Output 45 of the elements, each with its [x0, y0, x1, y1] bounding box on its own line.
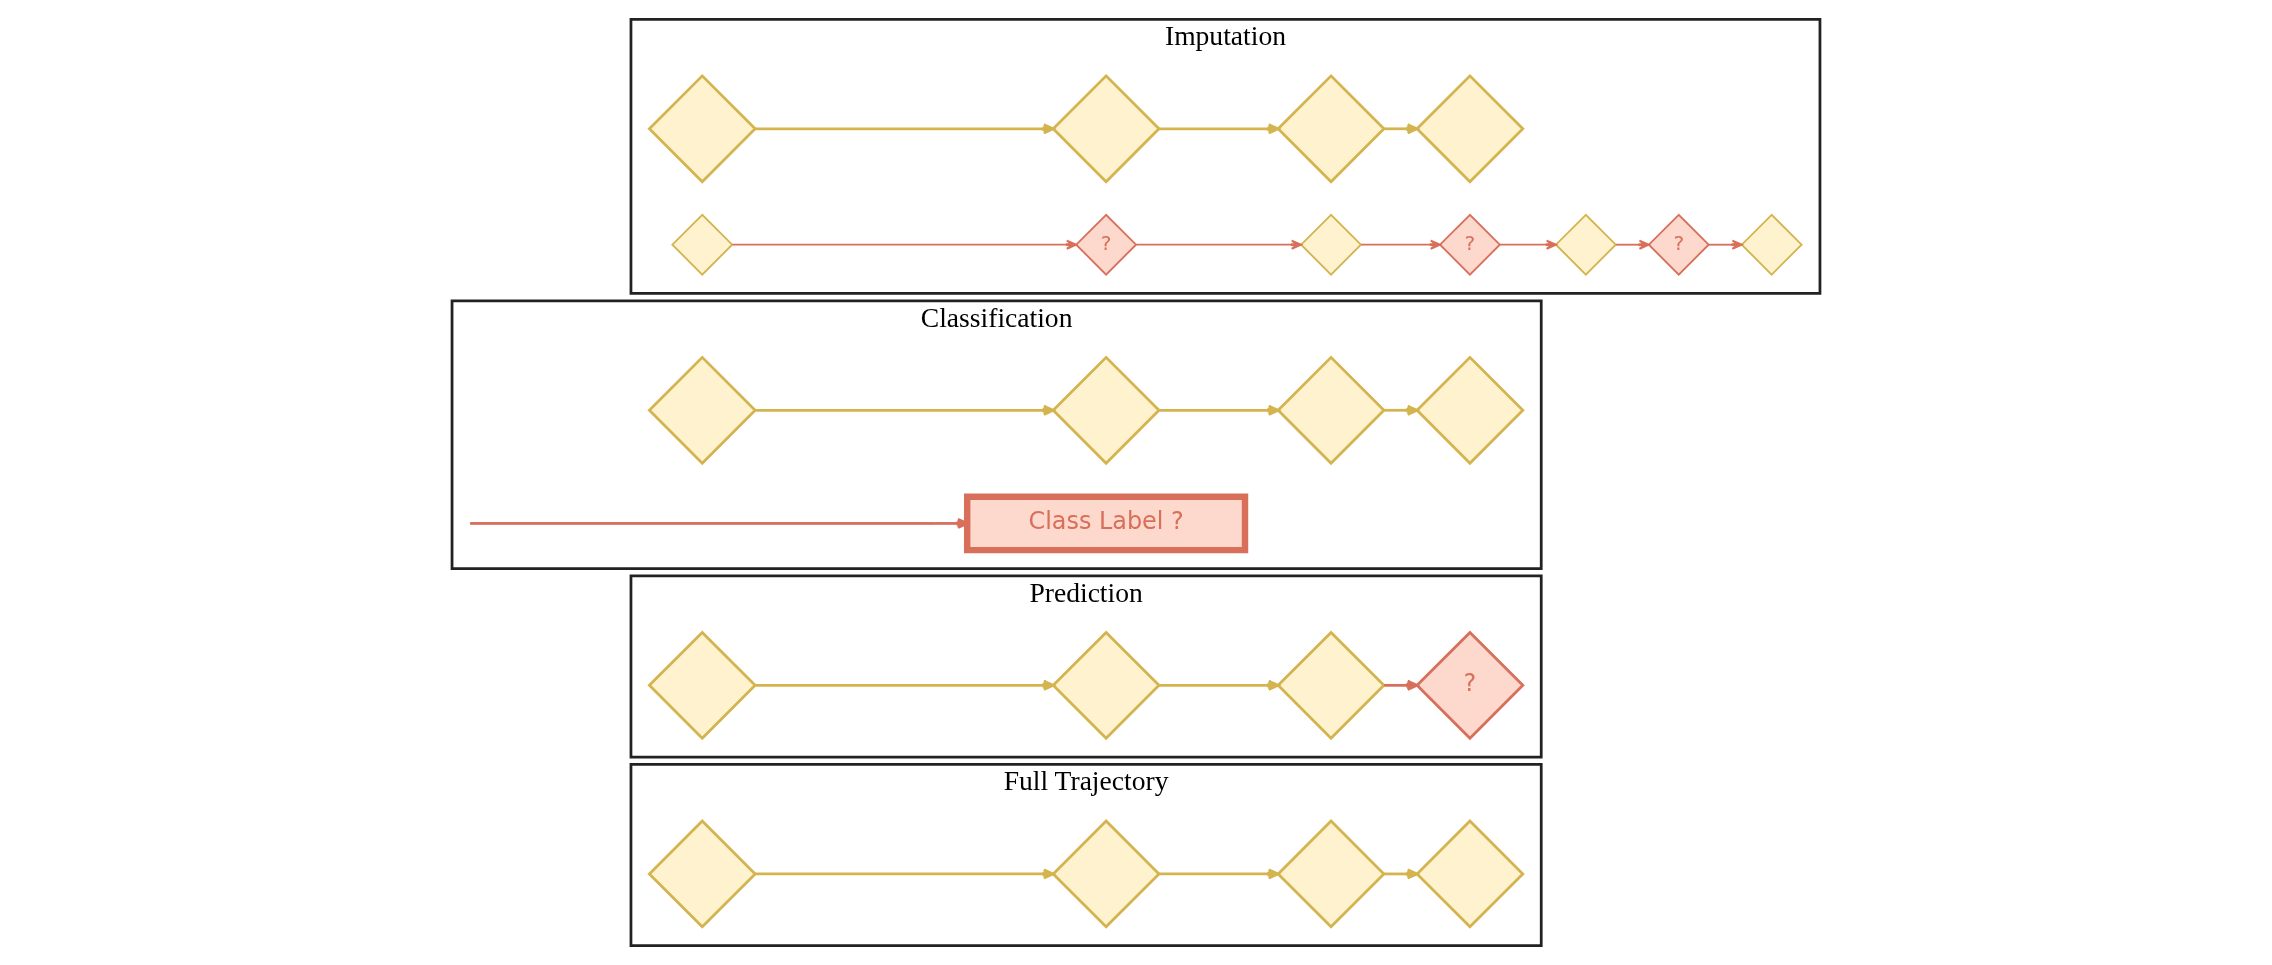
cluster: Full Trajectory — [629, 763, 1543, 948]
node-diamond — [1299, 213, 1363, 276]
node-diamond — [647, 73, 758, 184]
arrow — [1614, 239, 1650, 250]
arrow — [1384, 679, 1419, 691]
arrow — [1384, 404, 1419, 416]
arrow — [1707, 239, 1743, 250]
arrow — [1159, 679, 1280, 691]
node-diamond — [1415, 73, 1525, 184]
node-diamond — [1051, 355, 1161, 466]
node-diamond: ? — [1074, 213, 1138, 276]
arrow — [755, 123, 1055, 135]
node-diamond — [647, 355, 758, 466]
node-diamond: ? — [1415, 630, 1525, 741]
node-diamond — [1740, 213, 1803, 276]
arrow — [1159, 404, 1280, 416]
arrow — [1384, 868, 1419, 880]
arrow — [1135, 239, 1302, 250]
arrow — [1360, 239, 1441, 250]
arrow — [1499, 239, 1557, 250]
node-diamond — [1415, 819, 1525, 929]
node-diamond — [647, 630, 758, 741]
arrow — [755, 679, 1055, 691]
arrow — [1159, 123, 1280, 135]
node-diamond — [1276, 355, 1386, 466]
arrow — [755, 868, 1055, 880]
node-bar — [470, 522, 935, 525]
node-diamond — [1276, 819, 1386, 929]
arrow — [755, 404, 1055, 416]
arrow — [1159, 868, 1280, 880]
node-diamond — [1051, 819, 1161, 929]
node-diamond: ? — [1438, 213, 1502, 276]
node-diamond — [1415, 355, 1525, 466]
node-diamond — [1276, 73, 1386, 184]
node-diamond — [1554, 213, 1618, 276]
node-diamond — [1276, 630, 1386, 741]
node-diamond — [1051, 73, 1161, 184]
arrow — [1384, 123, 1419, 135]
node-diamond: ? — [1647, 213, 1710, 276]
arrow — [731, 239, 1077, 250]
arrow — [934, 517, 969, 529]
node-diamond — [671, 213, 734, 276]
node-box: Class Label ? — [963, 493, 1249, 554]
node-diamond — [1051, 630, 1161, 741]
node-diamond — [647, 819, 758, 929]
